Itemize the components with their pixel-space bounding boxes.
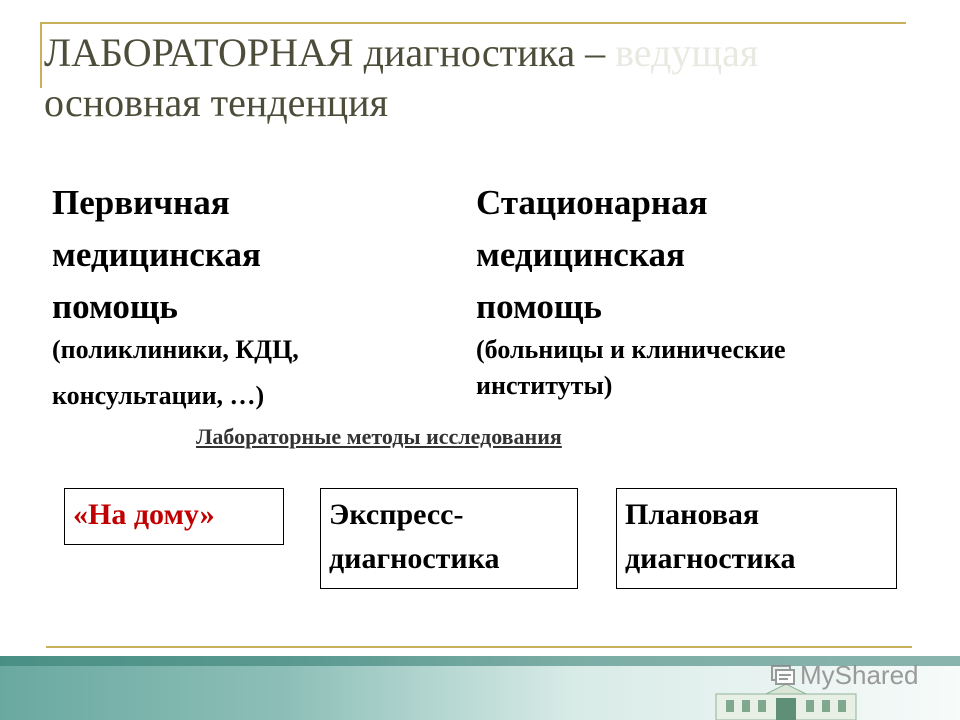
primary-line-3: помощь [52, 287, 178, 326]
primary-note-1: (поликлиники, КДЦ, [52, 335, 299, 364]
bottom-rule [46, 646, 912, 648]
planned-diagnostics-box: Плановая диагностика [616, 488, 897, 589]
inpatient-line-1: Стационарная [476, 183, 708, 222]
express-line-1: Экспресс- [329, 498, 464, 531]
primary-care-column: Первичная медицинская помощь (поликлиник… [52, 177, 452, 411]
slide-subtitle: основная тенденция [44, 80, 388, 125]
plan-line-2: диагностика [625, 542, 796, 575]
lab-methods-label: Лабораторные методы исследования [196, 424, 562, 449]
inpatient-line-3: помощь [476, 287, 602, 326]
primary-note-2: консультации, …) [52, 381, 265, 410]
title-top-rule [40, 22, 906, 24]
primary-line-2: медицинская [52, 235, 261, 274]
primary-line-1: Первичная [52, 183, 230, 222]
express-line-2: диагностика [329, 542, 500, 575]
express-diagnostics-box: Экспресс- диагностика [320, 488, 578, 589]
plan-line-1: Плановая [625, 498, 760, 531]
footer-band-stripe [0, 656, 960, 666]
home-diagnostics-label: «На дому» [73, 498, 215, 531]
building-illustration [715, 683, 857, 720]
inpatient-care-column: Стационарная медицинская помощь (больниц… [476, 177, 916, 401]
title-faded-word: ведущая [615, 30, 759, 75]
slide-title: ЛАБОРАТОРНАЯ диагностика – ведущая основ… [44, 28, 924, 128]
title-rest: диагностика – [353, 30, 616, 75]
home-diagnostics-box: «На дому» [64, 488, 284, 545]
inpatient-note-2: институты) [476, 371, 613, 400]
slides-icon [771, 665, 795, 685]
watermark-text: MyShared [800, 660, 919, 690]
inpatient-line-2: медицинская [476, 235, 685, 274]
inpatient-note-1: (больницы и клинические [476, 335, 786, 364]
watermark: MyShared [770, 660, 919, 691]
title-left-rule [40, 22, 42, 88]
title-caps: ЛАБОРАТОРНАЯ [44, 30, 354, 75]
